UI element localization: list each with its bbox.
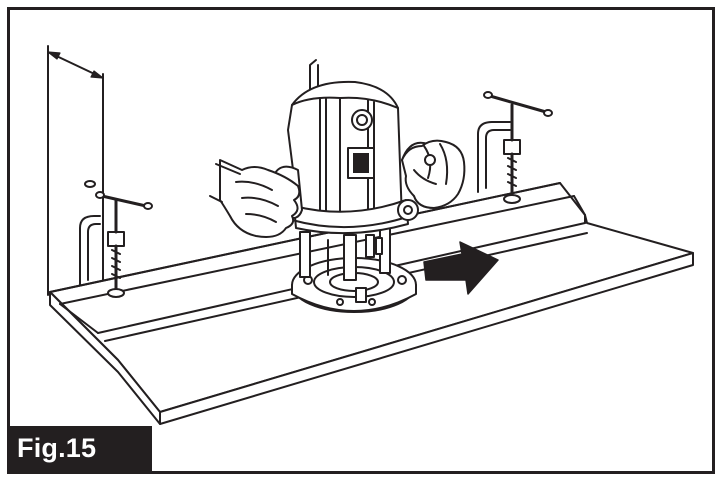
router-guide-illustration (47, 45, 694, 425)
figure-label: Fig.15 (10, 426, 152, 471)
hand-icon (401, 139, 466, 209)
feed-direction-arrow-icon (423, 241, 499, 295)
c-clamp-icon (79, 180, 153, 298)
hand-icon (209, 159, 301, 238)
figure-frame: Fig.15 (7, 7, 715, 474)
c-clamp-icon (477, 91, 553, 204)
